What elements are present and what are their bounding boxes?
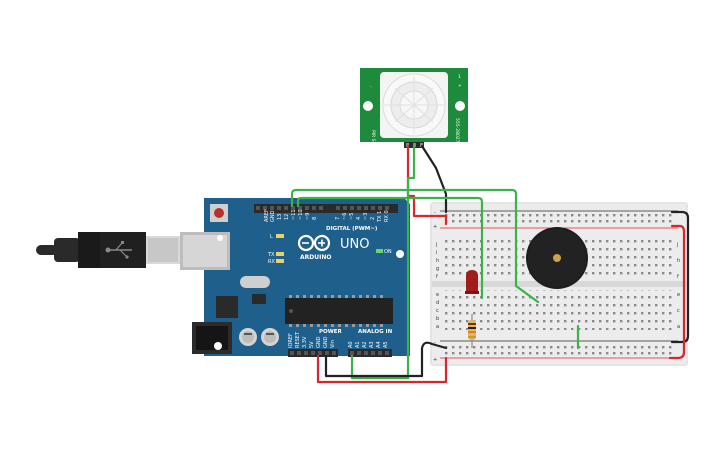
pir-dome-icon	[380, 72, 448, 138]
rail-minus-label: -	[434, 340, 436, 346]
row-letter: a	[677, 324, 680, 330]
analog-pin-label: A0	[348, 341, 354, 348]
aref-label: AREF	[264, 209, 270, 222]
pir-right-text: 555-28027	[454, 118, 460, 143]
power-rail-bottom[interactable]	[445, 344, 672, 356]
red-led[interactable]	[465, 270, 479, 294]
digital-label: DIGITAL (PWM~)	[326, 226, 378, 232]
pin-label: ~5	[349, 213, 355, 220]
analog-pin-label: A4	[376, 341, 382, 348]
usb-icon	[105, 241, 132, 259]
digital-header[interactable]	[254, 204, 398, 213]
usb-cable[interactable]	[36, 232, 180, 268]
row-letter: a	[436, 324, 439, 330]
on-led-label: ON	[384, 249, 392, 255]
analog-pin-label: A5	[383, 341, 389, 348]
wire-buzzer-signal	[296, 196, 484, 300]
power-label: POWER	[319, 329, 343, 335]
ioref-label: IOREF	[288, 333, 294, 348]
wire-pir-signal	[350, 144, 416, 380]
wire-led-signal	[290, 188, 540, 304]
arduino-brand-label: ARDUINO	[300, 254, 331, 261]
row-letter: e	[677, 292, 680, 298]
row-letter: j	[435, 242, 437, 248]
row-letter: f	[436, 274, 438, 280]
pin-label: ~6	[342, 213, 348, 220]
pir-mark: +	[458, 83, 462, 89]
analog-label: ANALOG IN	[358, 329, 393, 335]
pin-label: ~10	[298, 209, 304, 220]
row-letter: h	[436, 258, 439, 264]
row-letter: b	[436, 316, 439, 322]
voltage-regulator	[216, 296, 238, 318]
row-letter: c	[436, 308, 439, 314]
gnd-label: GND	[270, 210, 276, 222]
wire-5v	[316, 354, 448, 384]
reset-button[interactable]	[210, 204, 228, 222]
reset-pin-label: RESET	[295, 331, 301, 348]
terminal-strip-bottom[interactable]	[445, 290, 672, 330]
vin-label: Vin	[330, 340, 336, 348]
analog-header[interactable]	[348, 349, 392, 357]
piezo-buzzer[interactable]	[526, 227, 588, 289]
pin-label: 4	[356, 217, 362, 220]
row-letter: i	[436, 250, 437, 256]
pin-label: TX 1	[377, 211, 383, 223]
pin-label: 8	[312, 217, 318, 220]
l-led-label: L	[270, 234, 273, 240]
row-letter: e	[436, 292, 439, 298]
rail-minus-label: -	[434, 210, 436, 216]
pir-mark: 1	[458, 74, 461, 80]
gnd-pin-label: GND	[323, 336, 329, 348]
row-letter: h	[677, 258, 680, 264]
pin-label: ~11	[291, 209, 297, 220]
v5-label: 5V	[309, 341, 315, 348]
power-rail-top[interactable]	[445, 214, 672, 226]
pin-label: RX 0	[384, 210, 390, 222]
capacitors	[239, 328, 279, 346]
arduino-uno-board[interactable]: AREF GND 13 12 ~11 ~10 ~9 8 7 ~6 ~5 4 ~3…	[180, 198, 410, 357]
wire-pir-gnd	[420, 144, 448, 214]
analog-pin-label: A2	[362, 341, 368, 348]
on-led	[376, 249, 383, 253]
row-letter: j	[676, 242, 678, 248]
l-led	[276, 234, 284, 238]
rail-plus-label: +	[433, 357, 437, 363]
row-letter: c	[677, 308, 680, 314]
pir-left-text: PIR SENSOR	[370, 130, 376, 157]
analog-pin-label: A3	[369, 341, 375, 348]
wire-gnd	[324, 341, 448, 378]
wire-rail-bridge-red	[668, 224, 686, 360]
rail-plus-label: +	[433, 224, 437, 230]
analog-pin-label: A1	[355, 341, 361, 348]
pin-label: 13	[277, 214, 283, 220]
pin-label: ~9	[305, 213, 311, 220]
row-letter: d	[436, 300, 439, 306]
pir-mark: -	[370, 85, 372, 90]
row-letter: g	[436, 266, 439, 272]
row-letter: f	[677, 274, 679, 280]
atmega-chip	[285, 298, 393, 324]
tx-led-label: TX	[267, 252, 275, 258]
resistor[interactable]	[468, 314, 476, 348]
arduino-model-label: UNO	[340, 237, 369, 252]
pin-label: 2	[370, 217, 376, 220]
pin-label: ~3	[363, 213, 369, 220]
wires	[290, 144, 690, 384]
gnd-pin-label: GND	[316, 336, 322, 348]
crystal-oscillator	[240, 276, 270, 288]
pin-label: 12	[284, 214, 290, 220]
rx-led-label: RX	[268, 259, 275, 265]
tx-led	[276, 252, 284, 256]
pin-label: 7	[335, 217, 341, 220]
arduino-logo-icon	[297, 234, 331, 252]
v33-label: 3.3V	[302, 336, 308, 348]
rx-led	[276, 259, 284, 263]
pir-sensor[interactable]: PIR SENSOR 555-28027 1 + -	[360, 68, 468, 157]
